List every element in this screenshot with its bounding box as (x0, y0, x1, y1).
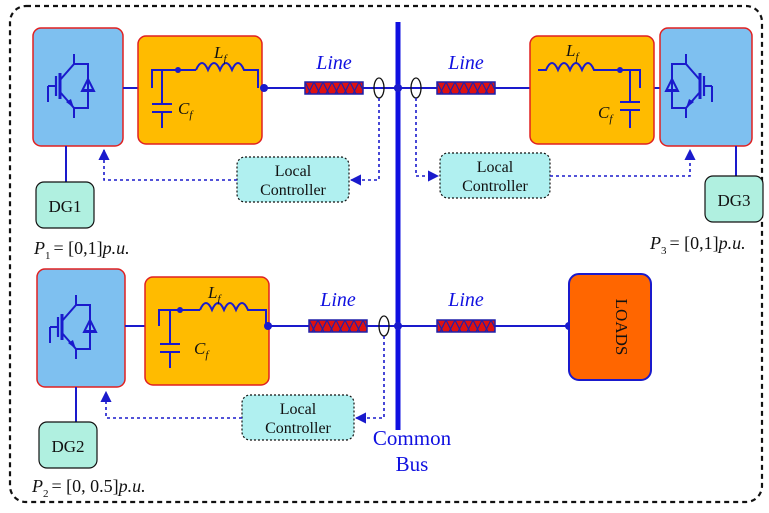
dg2-box: DG2 (38, 421, 98, 469)
svg-text:Line: Line (447, 52, 484, 74)
svg-text:Controller: Controller (462, 178, 528, 195)
svg-text:DG1: DG1 (48, 197, 81, 216)
lc-filter-2: Lf Cf (144, 276, 270, 386)
svg-text:DG2: DG2 (51, 437, 84, 456)
svg-text:Lf: Lf (565, 41, 580, 63)
loads-box: LOADS (568, 273, 652, 381)
dg1-box: DG1 (35, 181, 95, 229)
common-bus-label-2: Bus (396, 452, 429, 476)
svg-text:Lf: Lf (207, 283, 222, 305)
common-bus-label-1: Common (373, 426, 452, 450)
svg-text:Controller: Controller (265, 420, 331, 437)
local-controller-3: Local Controller (439, 152, 551, 199)
converter-1 (32, 27, 124, 147)
local-controller-2: Local Controller (241, 394, 355, 441)
svg-text:Lf: Lf (213, 43, 228, 65)
svg-text:Local: Local (280, 401, 317, 418)
svg-text:Line: Line (447, 289, 484, 311)
dg3-box: DG3 (704, 175, 764, 223)
line-impedance-2: Line (308, 289, 368, 333)
svg-text:LOADS: LOADS (612, 299, 631, 356)
svg-text:Controller: Controller (260, 182, 326, 199)
converter-2 (36, 268, 126, 388)
svg-text:Cf: Cf (194, 339, 210, 361)
local-controller-1: Local Controller (236, 156, 350, 203)
lc-filter-3: Lf Cf (529, 35, 655, 145)
lc-filter-1: Lf Cf (137, 35, 263, 145)
dg2-power-range: P2= [0, 0.5]p.u. (31, 476, 146, 500)
converter-3 (659, 27, 753, 147)
dg3-power-range: P3= [0,1]p.u. (649, 233, 746, 257)
line-impedance-4: Line (436, 289, 496, 333)
line-impedance-3: Line (436, 52, 496, 95)
svg-text:Line: Line (319, 289, 356, 311)
svg-text:Cf: Cf (178, 99, 194, 121)
line-impedance-1: Line (304, 52, 364, 95)
svg-text:Cf: Cf (598, 103, 614, 125)
outer-frame (8, 4, 764, 504)
dg1-power-range: P1= [0,1]p.u. (33, 238, 130, 262)
svg-text:Local: Local (477, 159, 514, 176)
svg-text:DG3: DG3 (717, 191, 750, 210)
svg-text:Line: Line (315, 52, 352, 74)
svg-text:Local: Local (275, 163, 312, 180)
